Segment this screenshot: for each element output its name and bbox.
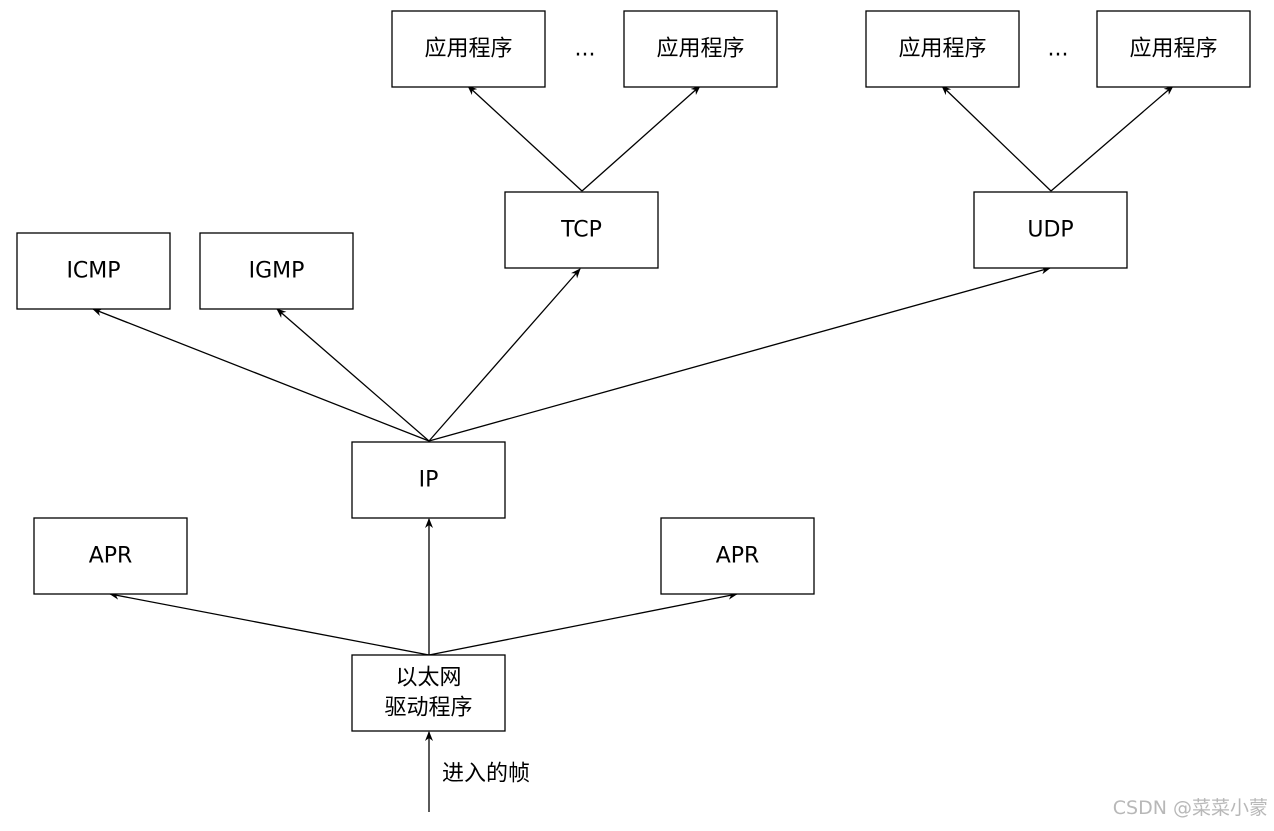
edge-ip-to-icmp (92, 308, 430, 442)
node-tcp: TCP (504, 191, 659, 269)
incoming-frame-label: 进入的帧 (442, 762, 530, 787)
edge-ip-to-igmp (276, 308, 430, 442)
edges-group (92, 85, 1174, 812)
csdn-watermark: CSDN @菜菜小蒙 (1113, 797, 1268, 819)
node-app4-label: 应用程序 (1129, 37, 1217, 62)
node-udp: UDP (973, 191, 1128, 269)
node-apr-right: APR (660, 517, 815, 595)
node-icmp: ICMP (16, 232, 171, 310)
edge-tcp-to-app1 (467, 85, 583, 192)
node-udp-label: UDP (1027, 218, 1073, 243)
node-apr-right-label: APR (716, 544, 760, 569)
node-driver-label-line1: 以太网 (395, 666, 461, 691)
node-apr-left: APR (33, 517, 188, 595)
edge-udp-to-app4 (1050, 85, 1174, 192)
node-ip-label: IP (419, 468, 439, 493)
node-app1: 应用程序 (391, 10, 546, 88)
edge-ip-to-udp (428, 266, 1051, 442)
edge-ip-to-tcp (428, 268, 581, 442)
node-ip: IP (351, 441, 506, 519)
edge-tcp-to-app2 (581, 85, 701, 192)
node-ethernet-driver: 以太网 驱动程序 (351, 654, 506, 732)
node-app3-label: 应用程序 (898, 37, 986, 62)
node-app4: 应用程序 (1096, 10, 1251, 88)
node-igmp: IGMP (199, 232, 354, 310)
edge-udp-to-app3 (941, 85, 1052, 192)
node-icmp-label: ICMP (66, 259, 120, 284)
node-app2: 应用程序 (623, 10, 778, 88)
node-app3: 应用程序 (865, 10, 1020, 88)
node-apr-left-label: APR (89, 544, 133, 569)
node-app2-label: 应用程序 (656, 37, 744, 62)
node-driver-label-line2: 驱动程序 (384, 696, 472, 721)
ellipsis-right: ... (1048, 37, 1069, 62)
edge-driver-to-apr-left (109, 591, 430, 656)
ellipsis-left: ... (575, 37, 596, 62)
node-tcp-label: TCP (560, 218, 602, 243)
edge-driver-to-apr-right (428, 591, 738, 656)
node-app1-label: 应用程序 (424, 37, 512, 62)
node-igmp-label: IGMP (249, 259, 305, 284)
